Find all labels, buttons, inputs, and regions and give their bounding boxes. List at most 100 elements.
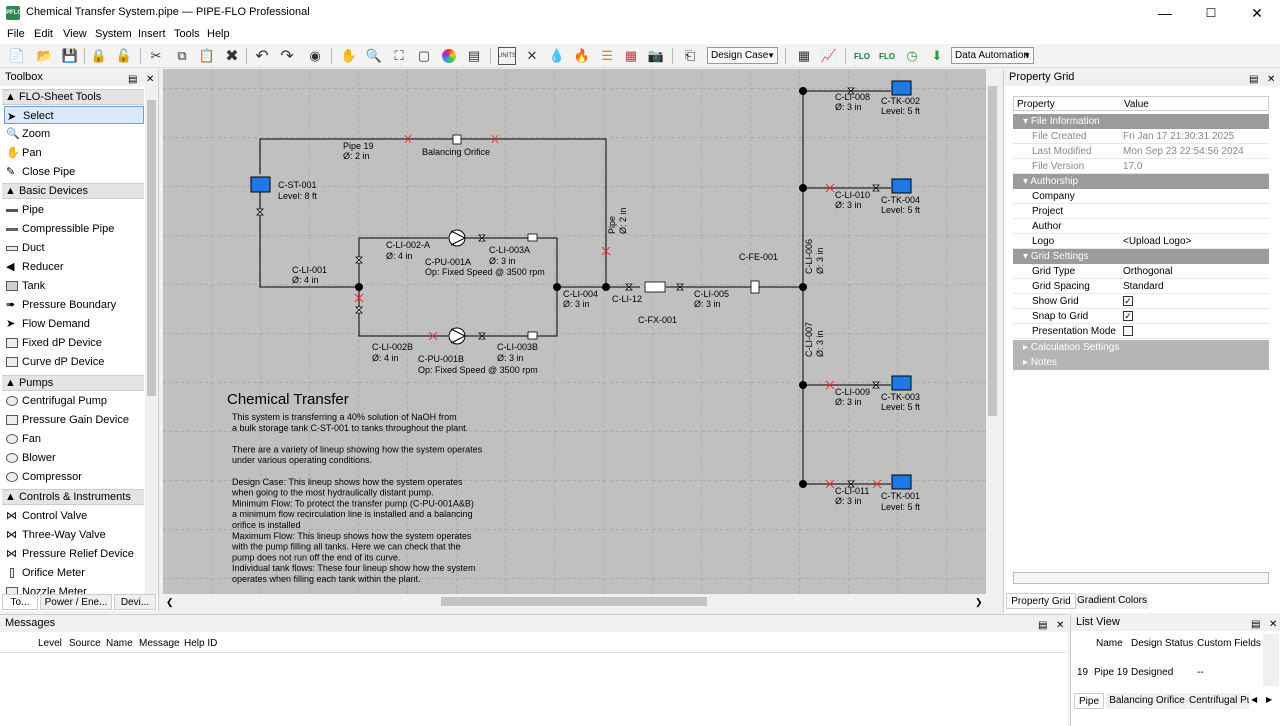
unlock-icon[interactable]: 🔓: [115, 48, 133, 63]
list-view-row[interactable]: 19 Pipe 19 Designed --: [1077, 667, 1204, 678]
tool-compressor[interactable]: Compressor: [4, 468, 144, 486]
tab-property-grid[interactable]: Property Grid: [1006, 593, 1076, 609]
find-binoculars-icon[interactable]: ◉: [309, 48, 321, 63]
row-company[interactable]: Company: [1013, 189, 1269, 204]
row-project[interactable]: Project: [1013, 204, 1269, 219]
toolbox-scroll-thumb[interactable]: [147, 100, 156, 396]
category-pumps[interactable]: ▲ Pumps: [2, 375, 144, 391]
tool-duct[interactable]: Duct: [4, 239, 144, 257]
tool-flow-demand[interactable]: ➤Flow Demand: [4, 315, 144, 333]
col-source[interactable]: Source: [69, 638, 101, 649]
close-button[interactable]: ✕: [1251, 5, 1263, 21]
undo-icon[interactable]: ↶: [255, 48, 269, 65]
label-li003a[interactable]: C-LI-003A: [489, 245, 530, 255]
design-case-select[interactable]: Design Case▼: [707, 47, 778, 64]
label-li008[interactable]: C-LI-008: [835, 92, 870, 102]
tool-three-way-valve[interactable]: ⋈Three-Way Valve: [4, 526, 144, 544]
label-tk003[interactable]: C-TK-003: [881, 392, 920, 402]
row-logo[interactable]: Logo<Upload Logo>: [1013, 234, 1269, 249]
tool-fixed-dp[interactable]: Fixed dP Device: [4, 334, 144, 352]
tab-balancing-orifice[interactable]: Balancing Orifice: [1106, 693, 1188, 709]
pin-icon[interactable]: ▤: [1249, 74, 1259, 85]
label-li007[interactable]: C-LI-007: [804, 322, 814, 357]
tool-zoom[interactable]: 🔍Zoom: [4, 125, 144, 143]
label-li011[interactable]: C-LI-011: [835, 486, 869, 496]
section-calculation-settings[interactable]: ▸ Calculation Settings: [1013, 340, 1269, 355]
tab-gradient-colors[interactable]: Gradient Colors: [1076, 593, 1148, 609]
label-pu001b[interactable]: C-PU-001B: [418, 354, 464, 364]
flo-sheet-canvas[interactable]: Pipe 19 Ø: 2 in Balancing Orifice C-ST-0…: [163, 69, 986, 594]
data-automation-select[interactable]: Data Automation▼: [951, 47, 1034, 64]
section-notes[interactable]: ▸ Notes: [1013, 355, 1269, 370]
section-authorship[interactable]: ▾ Authorship: [1013, 174, 1269, 189]
pin-icon[interactable]: ▤: [1251, 619, 1261, 630]
menu-file[interactable]: File: [7, 28, 25, 40]
list-view-scrollbar[interactable]: [1263, 634, 1279, 686]
color-wheel-icon[interactable]: [440, 47, 458, 65]
tab-scroll-right-icon[interactable]: ▶: [1266, 695, 1273, 704]
tab-power-energy[interactable]: Power / Ene...: [40, 594, 112, 610]
pflo-run-icon[interactable]: FLO: [854, 51, 870, 61]
canvas-hscroll-thumb[interactable]: [441, 597, 707, 606]
row-author[interactable]: Author: [1013, 219, 1269, 234]
new-file-icon[interactable]: 📄: [8, 48, 26, 63]
tool-close-pipe[interactable]: ✎Close Pipe: [4, 163, 144, 181]
layers-icon[interactable]: ☰: [601, 48, 613, 63]
label-li006[interactable]: C-LI-006: [804, 239, 814, 274]
minimize-button[interactable]: —: [1158, 5, 1172, 21]
label-pipe-v[interactable]: Pipe: [607, 216, 617, 234]
tool-centrifugal-pump[interactable]: Centrifugal Pump: [4, 392, 144, 410]
menu-system[interactable]: System: [95, 28, 132, 40]
tool-compressible-pipe[interactable]: Compressible Pipe: [4, 220, 144, 238]
tab-centrifugal-pump[interactable]: Centrifugal Pum: [1189, 693, 1249, 709]
category-flo-sheet-tools[interactable]: ▲ FLO-Sheet Tools: [2, 89, 144, 105]
col-message[interactable]: Message: [139, 638, 180, 649]
label-fe001[interactable]: C-FE-001: [739, 252, 778, 262]
category-basic-devices[interactable]: ▲ Basic Devices: [2, 183, 144, 199]
snap-to-grid-checkbox[interactable]: ✓: [1123, 311, 1133, 322]
delete-icon[interactable]: ✖: [225, 48, 239, 65]
scroll-right-icon[interactable]: ❯: [975, 597, 983, 607]
lock-icon[interactable]: 🔒: [90, 48, 108, 63]
tool-curve-dp[interactable]: Curve dP Device: [4, 353, 144, 371]
label-li002b[interactable]: C-LI-002B: [372, 342, 413, 352]
col-custom-fields[interactable]: Custom Fields: [1197, 638, 1261, 649]
cut-icon[interactable]: ✂: [150, 48, 162, 63]
close-panel-icon[interactable]: ✕: [1269, 619, 1278, 630]
copy-icon[interactable]: ⧉: [177, 48, 187, 63]
lineup-icon[interactable]: ⎗: [684, 48, 696, 63]
fire-icon[interactable]: 🔥: [573, 48, 591, 63]
calculator-icon[interactable]: ▦: [797, 48, 811, 63]
section-grid-settings[interactable]: ▾ Grid Settings: [1013, 249, 1269, 264]
label-li009[interactable]: C-LI-009: [835, 387, 870, 397]
label-pipe19[interactable]: Pipe 19: [343, 141, 374, 151]
close-panel-icon[interactable]: ✕: [146, 74, 155, 85]
pin-icon[interactable]: ▤: [128, 74, 138, 85]
label-tk004[interactable]: C-TK-004: [881, 195, 920, 205]
col-name[interactable]: Name: [1096, 638, 1123, 649]
tool-select[interactable]: ➤Select: [4, 106, 144, 124]
menu-edit[interactable]: Edit: [34, 28, 53, 40]
close-panel-icon[interactable]: ✕: [1267, 74, 1276, 85]
tab-scroll-left-icon[interactable]: ◀: [1251, 695, 1258, 704]
label-orifice[interactable]: Balancing Orifice: [422, 147, 490, 157]
tool-orifice-meter[interactable]: Orifice Meter: [4, 564, 144, 582]
close-panel-icon[interactable]: ✕: [1056, 620, 1065, 631]
label-li005[interactable]: C-LI-005: [694, 289, 729, 299]
label-li010[interactable]: C-LI-010: [835, 190, 870, 200]
tool-nozzle-meter[interactable]: Nozzle Meter: [4, 583, 144, 594]
label-fx001[interactable]: C-FX-001: [638, 315, 677, 325]
tool-relief-device[interactable]: ⋈Pressure Relief Device: [4, 545, 144, 563]
tool-pipe[interactable]: Pipe: [4, 201, 144, 219]
export-icon[interactable]: ⬇: [931, 48, 943, 63]
menu-insert[interactable]: Insert: [138, 28, 166, 40]
label-li004[interactable]: C-LI-004: [563, 289, 598, 299]
tool-pressure-boundary[interactable]: ➠Pressure Boundary: [4, 296, 144, 314]
col-design-status[interactable]: Design Status: [1131, 638, 1194, 649]
show-grid-checkbox[interactable]: ✓: [1123, 296, 1133, 307]
camera-icon[interactable]: 📷: [647, 48, 665, 63]
settings-tools-icon[interactable]: ✕: [526, 48, 538, 63]
tool-control-valve[interactable]: ⋈Control Valve: [4, 507, 144, 525]
tab-devices[interactable]: Devi...: [114, 594, 156, 610]
